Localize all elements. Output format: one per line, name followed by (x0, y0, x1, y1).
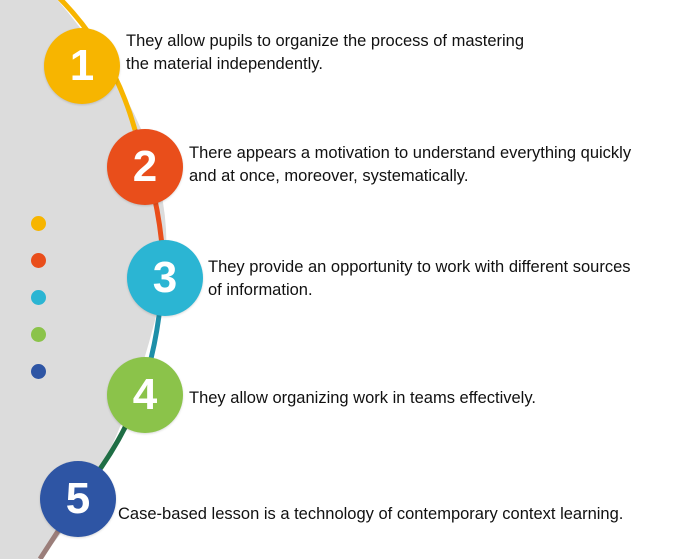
step-1-line-2: the material independently. (126, 55, 323, 73)
step-3-line-2: of information. (208, 281, 313, 299)
step-1-badge: 1 (44, 28, 120, 104)
step-4-text: They allow organizing work in teams effe… (189, 387, 536, 410)
step-5-line-1: Case-based lesson is a technology of con… (118, 505, 624, 523)
step-4-number: 4 (132, 370, 158, 419)
decor-dot-green (31, 327, 46, 342)
decor-dot-orange (31, 253, 46, 268)
step-4-line-1: They allow organizing work in teams effe… (189, 389, 536, 407)
step-2-text: There appears a motivation to understand… (189, 142, 631, 188)
step-2-line-1: There appears a motivation to understand… (189, 144, 632, 162)
step-2-badge: 2 (107, 129, 183, 205)
step-5-text: Case-based lesson is a technology of con… (118, 503, 623, 526)
decor-dot-yellow (31, 216, 46, 231)
step-2-number: 2 (132, 142, 158, 191)
decor-dot-blue (31, 364, 46, 379)
decor-dot-cyan (31, 290, 46, 305)
step-3-badge: 3 (127, 240, 203, 316)
step-1-line-1: They allow pupils to organize the proces… (126, 32, 525, 50)
step-4-badge: 4 (107, 357, 183, 433)
step-3-number: 3 (152, 253, 178, 302)
step-2-line-2: and at once, moreover, systematically. (189, 167, 469, 185)
step-3-text: They provide an opportunity to work with… (208, 256, 631, 302)
step-1-number: 1 (69, 41, 95, 90)
step-1-text: They allow pupils to organize the proces… (126, 30, 524, 76)
step-5-number: 5 (65, 474, 91, 523)
step-5-badge: 5 (40, 461, 116, 537)
step-3-line-1: They provide an opportunity to work with… (208, 258, 631, 276)
